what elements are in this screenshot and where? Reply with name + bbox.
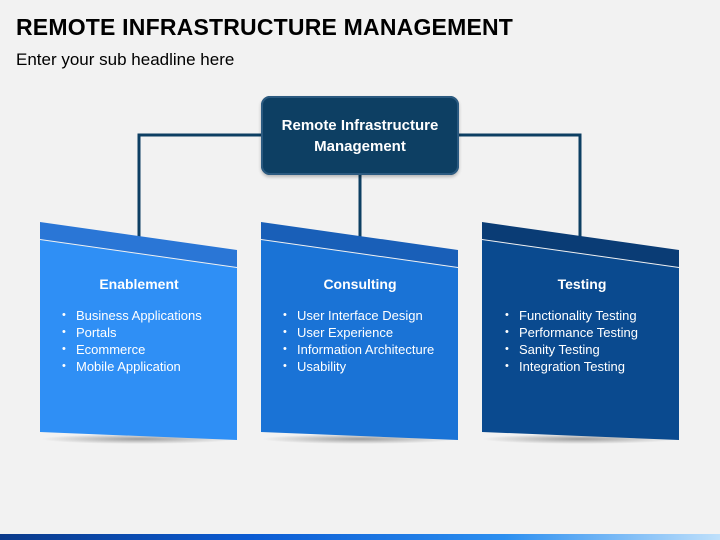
list-item: Business Applications xyxy=(62,307,234,324)
card-item-list: Functionality Testing Performance Testin… xyxy=(487,307,677,375)
card-enablement: Enablement Business Applications Portals… xyxy=(44,276,234,375)
list-item: User Interface Design xyxy=(283,307,455,324)
list-item: Ecommerce xyxy=(62,341,234,358)
card-testing: Testing Functionality Testing Performanc… xyxy=(487,276,677,375)
list-item: Usability xyxy=(283,358,455,375)
list-item: User Experience xyxy=(283,324,455,341)
card-title: Enablement xyxy=(99,276,179,292)
card-item-list: Business Applications Portals Ecommerce … xyxy=(44,307,234,375)
card-title: Consulting xyxy=(323,276,397,292)
list-item: Mobile Application xyxy=(62,358,234,375)
root-node: Remote Infrastructure Management xyxy=(261,96,459,175)
list-item: Functionality Testing xyxy=(505,307,677,324)
page-subtitle: Enter your sub headline here xyxy=(16,50,235,69)
list-item: Integration Testing xyxy=(505,358,677,375)
connector-right xyxy=(458,133,582,247)
list-item: Performance Testing xyxy=(505,324,677,341)
list-item: Sanity Testing xyxy=(505,341,677,358)
card-title: Testing xyxy=(557,276,607,292)
list-item: Portals xyxy=(62,324,234,341)
bottom-accent-bar xyxy=(0,534,720,540)
connector-left xyxy=(137,133,262,240)
card-consulting: Consulting User Interface Design User Ex… xyxy=(265,276,455,375)
root-node-label: Remote Infrastructure Management xyxy=(281,116,439,155)
list-item: Information Architecture xyxy=(283,341,455,358)
card-item-list: User Interface Design User Experience In… xyxy=(265,307,455,375)
page-title: REMOTE INFRASTRUCTURE MANAGEMENT xyxy=(16,14,514,40)
connector-lines xyxy=(137,133,582,247)
